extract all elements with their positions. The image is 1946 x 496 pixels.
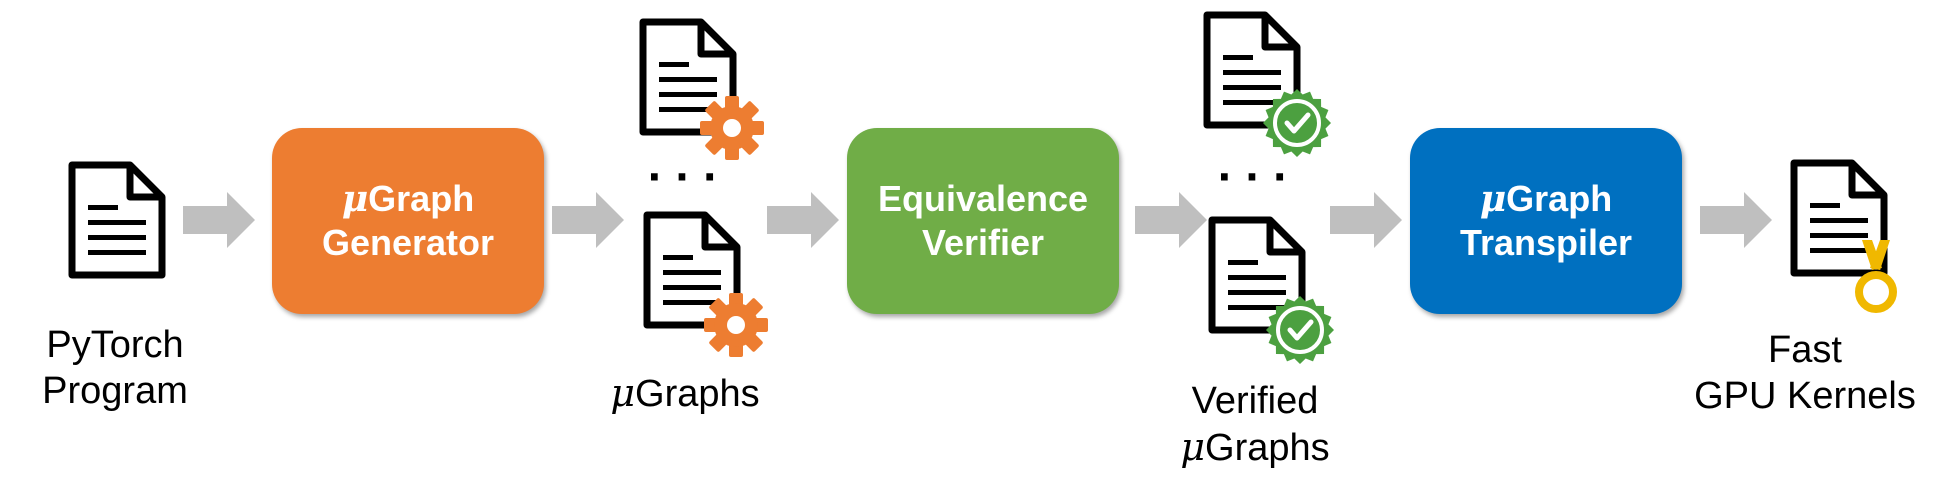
transpiler-subtitle: Transpiler (1459, 222, 1633, 263)
verifier-title: Equivalence (877, 178, 1089, 219)
equivalence-verifier-box: Equivalence Verifier (847, 128, 1119, 314)
fast-gpu-kernels-label: Fast GPU Kernels (1694, 329, 1916, 417)
transpiler-title: μGraph (1479, 178, 1613, 220)
check-badge-icon (1263, 89, 1331, 157)
gear-icon (700, 96, 764, 160)
arrow-ugraphs-to-verifier (767, 192, 839, 248)
ugraph-generator-box: μGraph Generator (272, 128, 544, 314)
generator-subtitle: Generator (321, 222, 495, 263)
arrow-transpiler-to-output (1700, 192, 1772, 248)
ugraphs-label: μGraphs (610, 371, 760, 415)
pytorch-program-label: PyTorch Program (42, 324, 188, 412)
medal-icon (1855, 240, 1897, 313)
generator-title: μGraph (341, 178, 475, 220)
arrow-generator-to-ugraphs (552, 192, 624, 248)
ugraphs-ellipsis: · · · (647, 155, 717, 199)
ugraph-transpiler-box: μGraph Transpiler (1410, 128, 1682, 314)
gear-icon (704, 293, 768, 357)
pytorch-program-doc-icon (72, 165, 162, 275)
arrow-verifier-to-verified (1135, 192, 1207, 248)
check-badge-icon (1266, 296, 1334, 364)
verified-ellipsis: · · · (1217, 155, 1287, 199)
verified-ugraphs-label: Verified μGraphs (1180, 380, 1330, 469)
verifier-subtitle: Verifier (921, 222, 1045, 263)
arrow-verified-to-transpiler (1330, 192, 1402, 248)
arrow-input-to-generator (183, 192, 255, 248)
